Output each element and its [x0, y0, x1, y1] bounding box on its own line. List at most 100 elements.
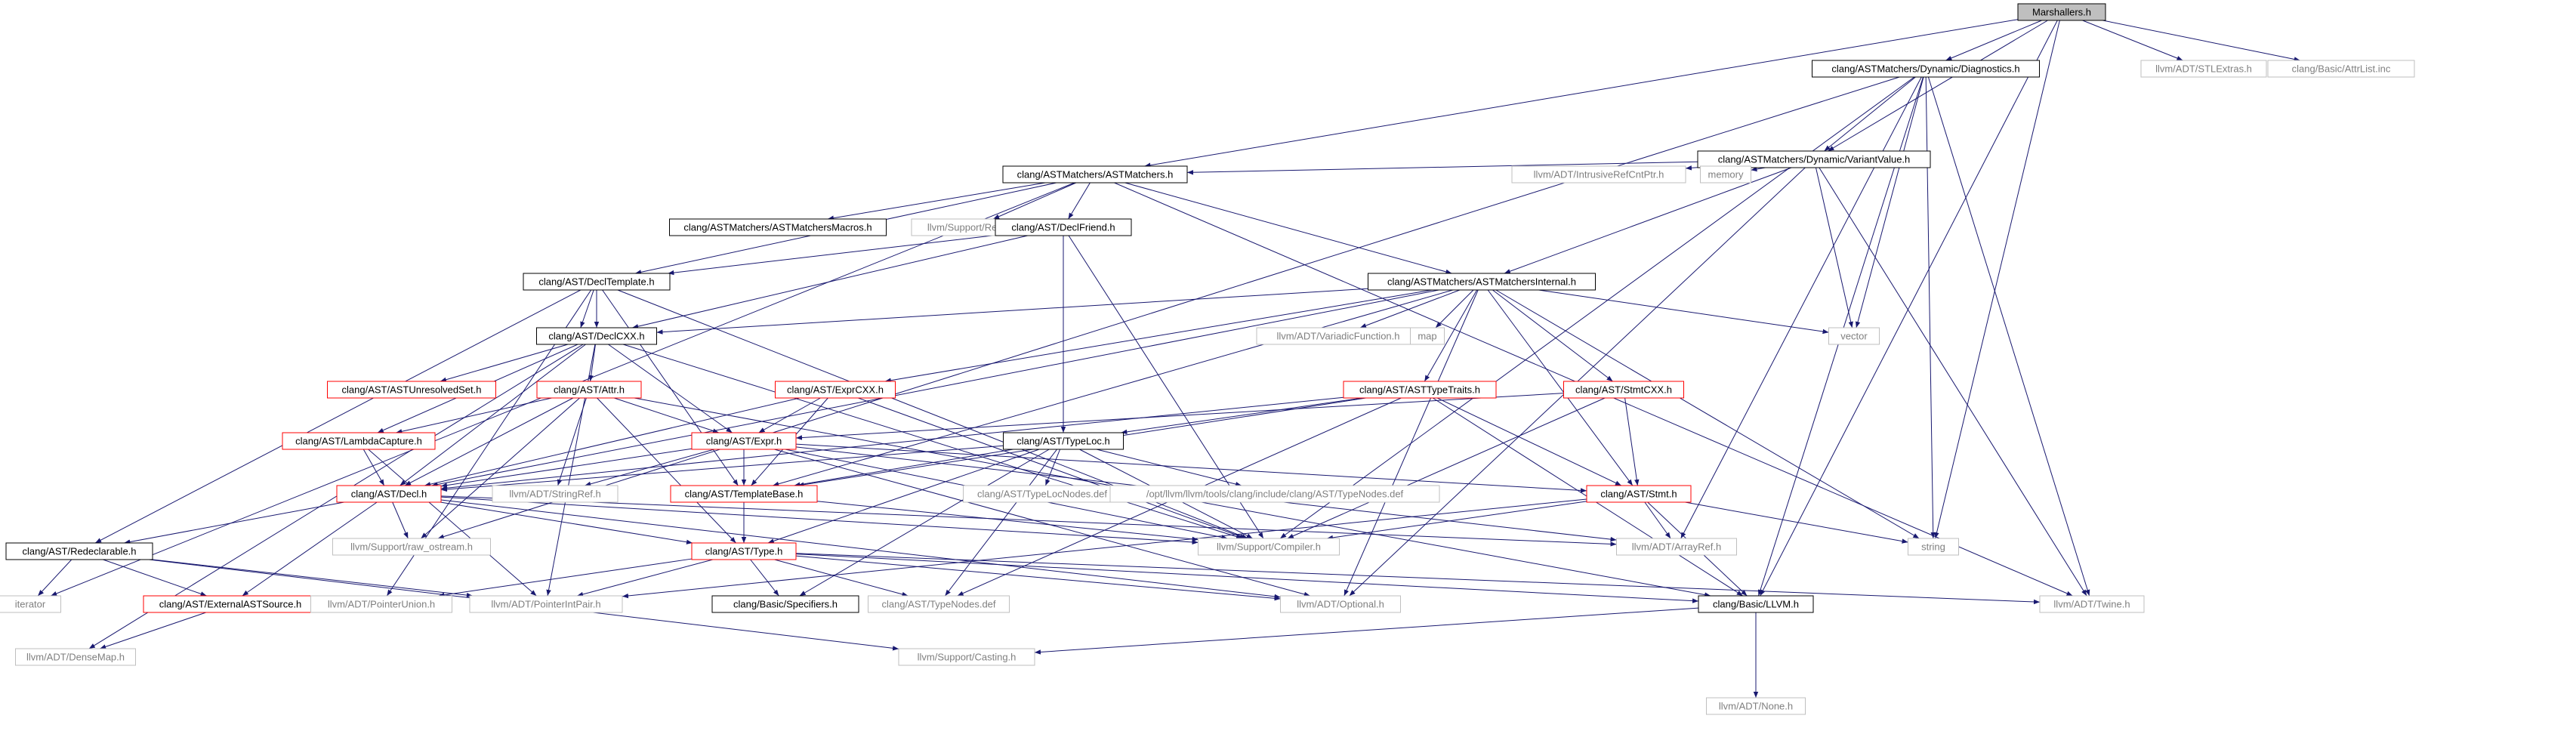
edge-typeloc-to-templatebase [794, 449, 1013, 487]
edge-typeloc-to-optdef [1096, 449, 1242, 487]
edge-type-to-typenodes [774, 559, 909, 597]
node-box [336, 485, 442, 503]
node-label: string [1921, 541, 1945, 553]
node-box [2267, 60, 2415, 78]
node-label: clang/AST/DeclTemplate.h [538, 276, 654, 288]
node-stringref: llvm/ADT/StringRef.h [492, 485, 619, 503]
node-iterator: iterator [0, 595, 61, 613]
edge-typetraits-to-stmt [1436, 397, 1622, 486]
node-box [1280, 595, 1401, 613]
node-diag[interactable]: clang/ASTMatchers/Dynamic/Diagnostics.h [1812, 60, 2040, 78]
node-label: llvm/ADT/PointerUnion.h [328, 599, 435, 610]
edge-decltemplate-to-redecl [94, 289, 582, 544]
node-astm[interactable]: clang/ASTMatchers/ASTMatchers.h [1002, 165, 1188, 184]
edge-type-to-ptrintpair [577, 559, 713, 597]
edge-redecl-to-extsource [103, 559, 207, 597]
node-lambda[interactable]: clang/AST/LambdaCapture.h [282, 432, 436, 450]
edge-internal-to-exprcxx [884, 289, 1433, 383]
edge-typetraits-to-typeloc [1121, 397, 1362, 435]
edge-internal-to-stmt [1487, 289, 1634, 486]
node-variadic: llvm/ADT/VariadicFunction.h [1256, 327, 1421, 345]
node-box [1003, 432, 1124, 450]
node-layer: Marshallers.h clang/ASTMatchers/Dynamic/D… [0, 3, 2415, 715]
node-unresolved[interactable]: clang/AST/ASTUnresolvedSet.h [327, 381, 496, 399]
node-box [2017, 3, 2106, 21]
node-box [492, 485, 619, 503]
node-decltemplate[interactable]: clang/AST/DeclTemplate.h [523, 273, 671, 291]
node-stmtcxx[interactable]: clang/AST/StmtCXX.h [1563, 381, 1684, 399]
node-label: llvm/ADT/IntrusiveRefCntPtr.h [1534, 169, 1664, 180]
node-macros[interactable]: clang/ASTMatchers/ASTMatchersMacros.h [669, 218, 887, 236]
node-expr[interactable]: clang/AST/Expr.h [691, 432, 797, 450]
node-marsh[interactable]: Marshallers.h [2017, 3, 2106, 21]
node-box [523, 273, 671, 291]
node-declfriend[interactable]: clang/AST/DeclFriend.h [995, 218, 1132, 236]
edge-stmt-to-ptrintpair [622, 498, 1587, 599]
edge-diag-to-string [1925, 76, 1936, 539]
edge-lambda-to-ptrintpair [368, 449, 537, 597]
edge-typeloc-to-typelocnodes [1044, 449, 1061, 486]
node-exprcxx[interactable]: clang/AST/ExprCXX.h [775, 381, 896, 399]
node-label: llvm/Support/Casting.h [918, 652, 1017, 663]
edge-variant-to-astm [1186, 161, 1698, 175]
edge-variant-to-twine [1819, 167, 2087, 597]
edge-lambda-to-decl [362, 449, 385, 486]
node-label: clang/AST/Decl.h [351, 489, 427, 500]
node-label: clang/AST/ExprCXX.h [787, 384, 884, 396]
node-ptrintpair: llvm/ADT/PointerIntPair.h [469, 595, 623, 613]
edge-decl-to-arrayref [440, 495, 1617, 547]
node-label: llvm/ADT/STLExtras.h [2155, 63, 2252, 75]
edge-typetraits-to-decl [440, 396, 1344, 491]
node-box [1586, 485, 1692, 503]
node-box [1410, 327, 1445, 345]
node-box [995, 218, 1132, 236]
node-label: llvm/Support/Compiler.h [1217, 541, 1321, 553]
edge-type-to-ptrunion [438, 558, 693, 598]
node-typetraits[interactable]: clang/AST/ASTTypeTraits.h [1343, 381, 1497, 399]
node-label: clang/AST/TemplateBase.h [685, 489, 804, 500]
node-label: clang/AST/ASTTypeTraits.h [1359, 384, 1480, 396]
edge-stmt-to-string [1685, 501, 1908, 544]
edge-typeloc-to-specifiers [799, 449, 1050, 597]
node-type[interactable]: clang/AST/Type.h [691, 542, 797, 560]
edge-marsh-to-attrlist [2102, 20, 2300, 62]
node-label: clang/AST/ASTUnresolvedSet.h [342, 384, 482, 396]
node-box [1700, 165, 1751, 184]
edge-declcxx-to-attr [588, 344, 596, 382]
edge-internal-to-typetraits [1424, 289, 1478, 382]
node-typeloc[interactable]: clang/AST/TypeLoc.h [1003, 432, 1124, 450]
node-box [469, 595, 623, 613]
edge-attr-to-decl [404, 397, 574, 486]
edge-astm-to-internal [1124, 182, 1452, 274]
edge-internal-to-templatebase [773, 289, 1453, 486]
node-label: clang/ASTMatchers/ASTMatchersInternal.h [1387, 276, 1576, 288]
node-internal[interactable]: clang/ASTMatchers/ASTMatchersInternal.h [1368, 273, 1596, 291]
node-box [2140, 60, 2267, 78]
node-label: llvm/ADT/Twine.h [2053, 599, 2130, 610]
node-attr[interactable]: clang/AST/Attr.h [536, 381, 642, 399]
node-box [536, 327, 657, 345]
edge-internal-to-stmtcxx [1492, 289, 1613, 382]
node-specifiers[interactable]: clang/Basic/Specifiers.h [711, 595, 859, 613]
node-declcxx[interactable]: clang/AST/DeclCXX.h [536, 327, 657, 345]
node-label: clang/AST/TypeNodes.def [881, 599, 995, 610]
node-twine: llvm/ADT/Twine.h [2039, 595, 2145, 613]
node-box [1698, 595, 1814, 613]
edge-diag-to-vector [1855, 76, 1924, 328]
node-box [1706, 697, 1806, 715]
node-redecl[interactable]: clang/AST/Redeclarable.h [5, 542, 153, 560]
node-label: llvm/ADT/ArrayRef.h [1632, 541, 1721, 553]
node-box [1697, 150, 1931, 168]
node-templatebase[interactable]: clang/AST/TemplateBase.h [670, 485, 818, 503]
node-label: clang/AST/ExternalASTSource.h [159, 599, 302, 610]
edge-diag-to-compiler [1279, 76, 1915, 539]
edge-marsh-to-diag [1945, 20, 2042, 61]
node-decl[interactable]: clang/AST/Decl.h [336, 485, 442, 503]
node-variant[interactable]: clang/ASTMatchers/Dynamic/VariantValue.h [1697, 150, 1931, 168]
node-label: clang/ASTMatchers/Dynamic/Diagnostics.h [1831, 63, 2019, 75]
node-stmt[interactable]: clang/AST/Stmt.h [1586, 485, 1692, 503]
node-box [691, 432, 797, 450]
edge-internal-to-vector [1538, 289, 1829, 335]
node-extsource[interactable]: clang/AST/ExternalASTSource.h [143, 595, 318, 613]
node-llvmh[interactable]: clang/Basic/LLVM.h [1698, 595, 1814, 613]
